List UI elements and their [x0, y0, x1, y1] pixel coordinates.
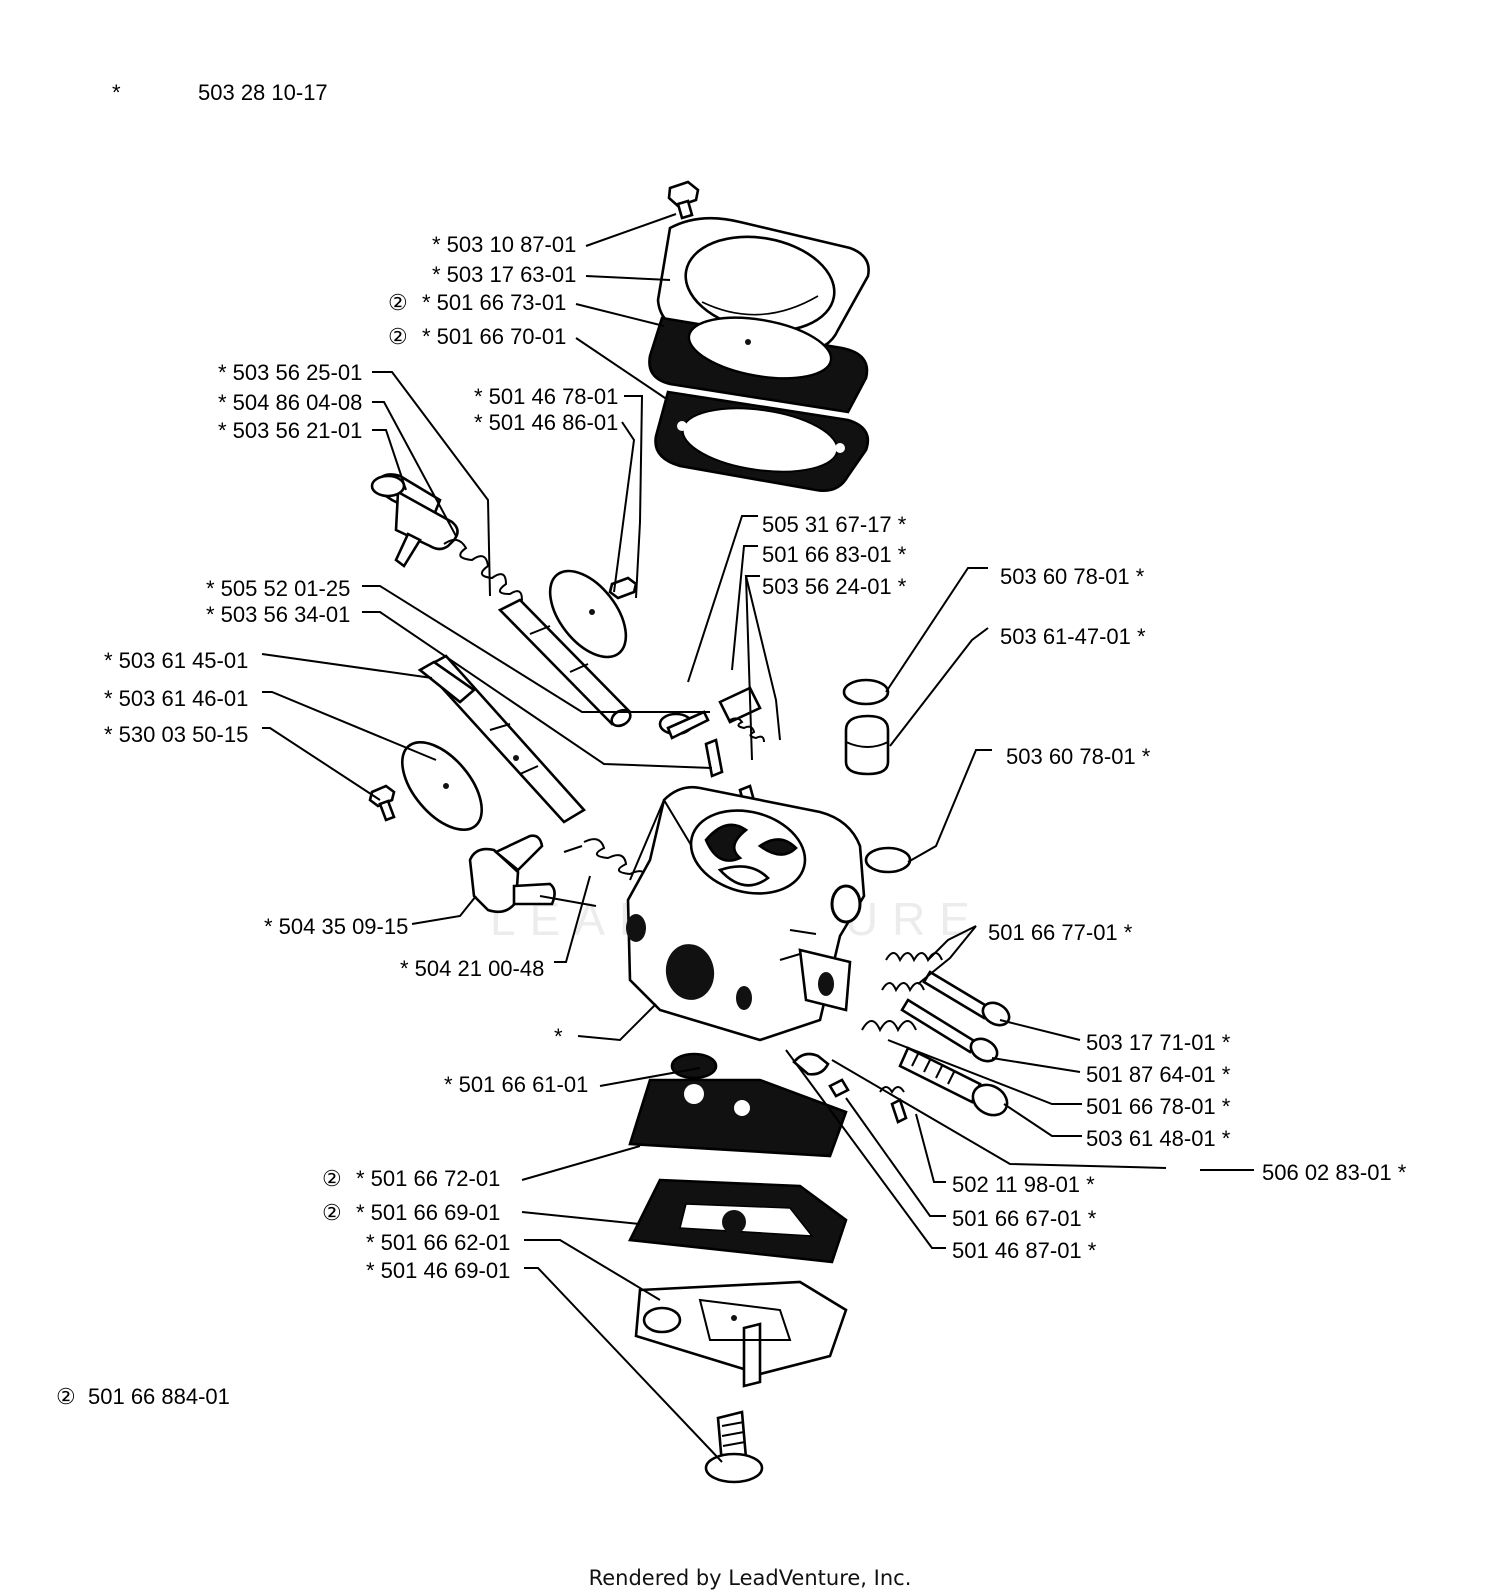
metering-gasket: [628, 1178, 848, 1264]
kit-part-number: 503 28 10-17: [198, 80, 328, 105]
callout-501-46-69-01: * 501 46 69-01: [366, 1258, 510, 1283]
callout-503-61-47-01: 503 61-47-01 *: [1000, 624, 1146, 649]
callout-carburetor-body-star: *: [554, 1024, 563, 1049]
callout-501-66-73-01: * 501 66 73-01: [422, 290, 566, 315]
callout-505-52-01-25: * 505 52 01-25: [206, 576, 350, 601]
callout-501-66-70-01: * 501 66 70-01: [422, 324, 566, 349]
callout-503-56-34-01: * 503 56 34-01: [206, 602, 350, 627]
kit-note-mark: ②: [56, 1384, 76, 1409]
choke-lever: [370, 473, 459, 568]
leader-lines: [261, 213, 1254, 1463]
callout-501-46-86-01: * 501 46 86-01: [474, 410, 618, 435]
footer-credit: Rendered by LeadVenture, Inc.: [589, 1566, 912, 1590]
check-valve-washer: [670, 1052, 718, 1080]
callout-501-66-61-01: * 501 66 61-01: [444, 1072, 588, 1097]
metering-lever-parts: [792, 1052, 908, 1124]
kit-mark-501-66-70-01: ②: [388, 324, 408, 349]
fuel-inlet-fitting: [468, 834, 556, 914]
kit-mark-501-66-73-01: ②: [388, 290, 408, 315]
callout-505-31-67-17: 505 31 67-17 *: [762, 512, 907, 537]
callout-503-61-45-01: * 503 61 45-01: [104, 648, 248, 673]
choke-spring: [443, 538, 525, 611]
callout-504-86-04-08: * 504 86 04-08: [218, 390, 362, 415]
callout-504-35-09-15: * 504 35 09-15: [264, 914, 408, 939]
callout-501-66-69-01: * 501 66 69-01: [356, 1200, 500, 1225]
callout-503-56-25-01: * 503 56 25-01: [218, 360, 362, 385]
carburetor-body: [626, 785, 866, 1042]
callout-503-56-24-01: 503 56 24-01 *: [762, 574, 907, 599]
callout-503-56-21-01: * 503 56 21-01: [218, 418, 362, 443]
pump-cover: [656, 216, 870, 352]
callout-503-17-63-01: * 503 17 63-01: [432, 262, 576, 287]
metering-diaphragm: [628, 1078, 848, 1158]
callout-503-60-78-01-mid: 503 60 78-01 *: [1006, 744, 1151, 769]
pump-gasket: [654, 390, 870, 492]
throttle-shaft: [417, 654, 587, 824]
choke-valve: [548, 569, 638, 659]
callout-501-87-64-01: 501 87 64-01 *: [1086, 1062, 1231, 1087]
callout-502-11-98-01: 502 11 98-01 *: [952, 1172, 1095, 1197]
kit-note-number: 501 66 884-01: [88, 1384, 230, 1409]
idle-speed-screw: [898, 1046, 1009, 1117]
callout-501-66-77-01: 501 66 77-01 *: [988, 920, 1133, 945]
throttle-valve: [368, 740, 484, 832]
header-star: *: [112, 80, 121, 105]
callout-labels: * 503 10 87-01 * 503 17 63-01 ② * 501 66…: [104, 232, 1407, 1283]
callout-503-60-78-01-top: 503 60 78-01 *: [1000, 564, 1145, 589]
callout-501-46-87-01: 501 46 87-01 *: [952, 1238, 1097, 1263]
top-cover-screw: [667, 180, 700, 220]
kit-mark-501-66-72-01: ②: [322, 1166, 342, 1191]
callout-530-03-50-15: * 530 03 50-15: [104, 722, 248, 747]
callout-501-66-67-01: 501 66 67-01 *: [952, 1206, 1097, 1231]
callout-506-02-83-01: 506 02 83-01 *: [1262, 1160, 1407, 1185]
callout-501-66-72-01: * 501 66 72-01: [356, 1166, 500, 1191]
low-speed-needle: [900, 998, 999, 1063]
callout-503-61-48-01: 503 61 48-01 *: [1086, 1126, 1231, 1151]
callout-504-21-00-48: * 504 21 00-48: [400, 956, 544, 981]
callout-501-66-83-01: 501 66 83-01 *: [762, 542, 907, 567]
callout-501-66-62-01: * 501 66 62-01: [366, 1230, 510, 1255]
callout-503-17-71-01: 503 17 71-01 *: [1086, 1030, 1231, 1055]
welch-plug: [864, 846, 912, 874]
part-drawings: [368, 180, 1011, 1484]
metering-cover: [634, 1280, 848, 1388]
pump-diaphragm: [648, 316, 869, 414]
callout-501-66-78-01: 501 66 78-01 *: [1086, 1094, 1231, 1119]
callout-501-46-78-01: * 501 46 78-01: [474, 384, 618, 409]
metering-cover-screw: [704, 1410, 764, 1484]
filter-screen: [842, 678, 890, 776]
callout-503-61-46-01: * 503 61 46-01: [104, 686, 248, 711]
callout-503-10-87-01: * 503 10 87-01: [432, 232, 576, 257]
kit-mark-501-66-69-01: ②: [322, 1200, 342, 1225]
